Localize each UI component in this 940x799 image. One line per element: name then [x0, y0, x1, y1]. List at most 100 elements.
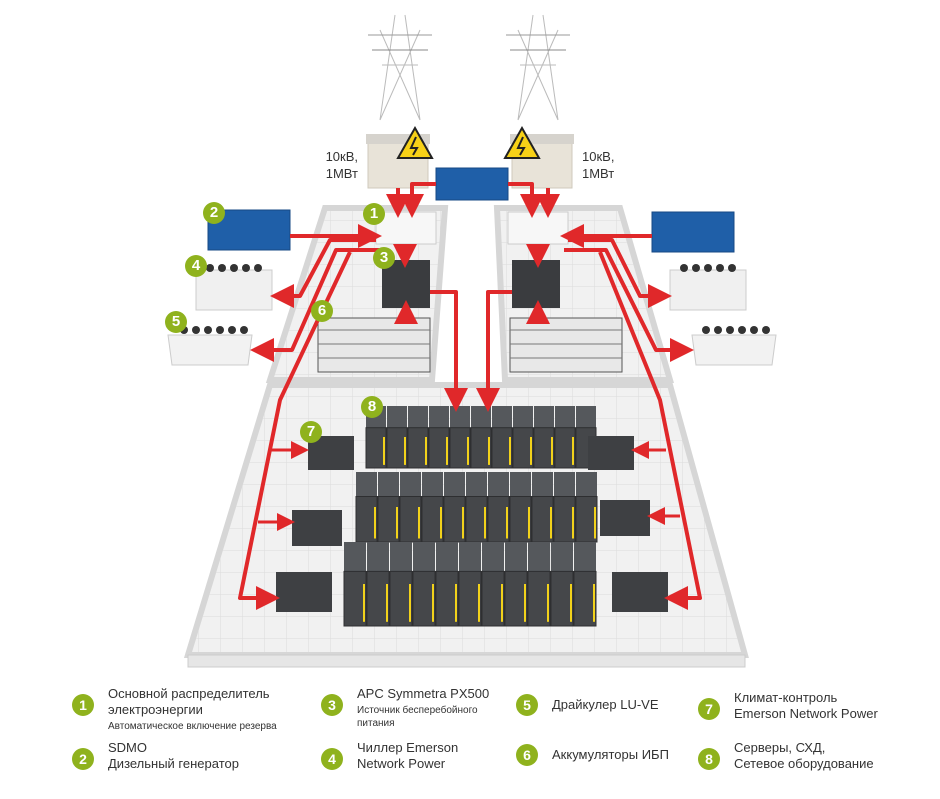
rack-door-stripe — [530, 437, 532, 465]
server-rack — [487, 496, 510, 543]
datacenter-illustration: 10кВ, 1МВт 10кВ, 1МВт — [167, 14, 777, 668]
server-rack-top — [576, 472, 597, 497]
server-rack — [554, 427, 576, 469]
legend-main: Драйкулер LU-VE — [552, 697, 659, 712]
server-rack — [504, 570, 528, 627]
server-rack-top — [387, 406, 407, 428]
server-rack — [355, 496, 378, 543]
server-rack-top — [408, 406, 428, 428]
legend-item-3: 3 APC Symmetra PX500 Источник бесперебой… — [321, 686, 489, 730]
server-rack — [399, 496, 422, 543]
badge-4: 4 — [185, 255, 207, 277]
rack-door-stripe — [409, 584, 411, 622]
server-rack-top — [574, 542, 596, 572]
drycooler-right — [691, 326, 777, 366]
central-diesel-generator — [435, 167, 509, 201]
climate-unit — [292, 510, 342, 546]
badge-5: 5 — [165, 311, 187, 333]
badge-7: 7 — [300, 421, 322, 443]
badge-2: 2 — [203, 202, 225, 224]
power-tower-left — [368, 14, 432, 121]
server-rack-top — [555, 406, 575, 428]
legend-main: Основной распределитель электроэнергии — [108, 686, 270, 717]
legend-item-8: 8 Серверы, СХД, Сетевое оборудование — [698, 740, 874, 772]
legend-item-5: 5 Драйкулер LU-VE — [516, 694, 659, 716]
legend-sub: Источник бесперебойного питания — [357, 705, 478, 729]
legend-badge: 3 — [321, 694, 343, 716]
legend-main-2: Дизельный генератор — [108, 756, 239, 771]
substation-right-label-line1: 10кВ, — [582, 149, 614, 164]
legend-main: Аккумуляторы ИБП — [552, 747, 669, 762]
legend-main: Чиллер Emerson — [357, 740, 459, 755]
high-voltage-warning-icon — [503, 125, 541, 159]
server-rack-top — [576, 406, 596, 428]
rack-door-stripe — [551, 437, 553, 465]
server-rack — [407, 427, 429, 469]
legend-badge: 1 — [72, 694, 94, 716]
server-rack-top — [422, 472, 443, 497]
ups-right — [512, 260, 560, 308]
substation-right-label-line2: 1МВт — [582, 166, 614, 181]
server-rack-top — [413, 542, 435, 572]
rack-door-stripe — [509, 437, 511, 465]
server-rack-top — [492, 406, 512, 428]
diesel-generator-right — [651, 211, 735, 253]
legend-sub: Автоматическое включение резерва — [108, 721, 277, 732]
server-rack-top — [471, 406, 491, 428]
badge-1: 1 — [363, 203, 385, 225]
legend-main: Климат-контроль — [734, 690, 838, 705]
legend-main-2: Emerson Network Power — [734, 706, 878, 721]
substation-left-label-line2: 1МВт — [326, 166, 358, 181]
distribution-board-right — [507, 211, 569, 245]
server-rack-top — [344, 542, 366, 572]
server-rack-top — [356, 472, 377, 497]
power-tower-right — [506, 14, 570, 121]
legend-item-4: 4 Чиллер Emerson Network Power — [321, 740, 458, 772]
legend-main: Серверы, СХД, — [734, 740, 826, 755]
server-rack — [366, 570, 390, 627]
climate-unit — [612, 572, 668, 612]
rack-door-stripe — [572, 437, 574, 465]
battery-racks-left — [317, 317, 431, 373]
server-rack — [509, 496, 532, 543]
high-voltage-warning-icon — [396, 125, 434, 159]
server-rack-top — [466, 472, 487, 497]
rack-door-stripe — [547, 584, 549, 622]
rack-door-stripe — [506, 507, 508, 539]
rack-door-stripe — [550, 507, 552, 539]
rack-door-stripe — [570, 584, 572, 622]
server-rack — [389, 570, 413, 627]
server-rack — [458, 570, 482, 627]
badge-6: 6 — [311, 300, 333, 322]
rack-door-stripe — [524, 584, 526, 622]
rack-door-stripe — [467, 437, 469, 465]
rack-door-stripe — [418, 507, 420, 539]
rack-door-stripe — [572, 507, 574, 539]
rack-door-stripe — [594, 507, 596, 539]
legend-badge: 8 — [698, 748, 720, 770]
rack-door-stripe — [396, 507, 398, 539]
server-rack — [421, 496, 444, 543]
rack-door-stripe — [404, 437, 406, 465]
chiller-left — [195, 264, 273, 311]
server-rack — [412, 570, 436, 627]
server-rack-top — [459, 542, 481, 572]
server-rack — [527, 570, 551, 627]
server-rack-top — [505, 542, 527, 572]
chiller-right — [669, 264, 747, 311]
rack-door-stripe — [386, 584, 388, 622]
server-rack-top — [444, 472, 465, 497]
server-rack-top — [510, 472, 531, 497]
legend-main: APC Symmetra PX500 — [357, 686, 490, 701]
legend-badge: 7 — [698, 698, 720, 720]
server-rack — [573, 570, 597, 627]
server-rack — [343, 570, 367, 627]
rack-door-stripe — [383, 437, 385, 465]
server-rack — [465, 496, 488, 543]
server-rack — [550, 570, 574, 627]
server-rack-top — [367, 542, 389, 572]
rack-door-stripe — [478, 584, 480, 622]
rack-door-stripe — [501, 584, 503, 622]
climate-unit — [600, 500, 650, 536]
server-rack-top — [390, 542, 412, 572]
